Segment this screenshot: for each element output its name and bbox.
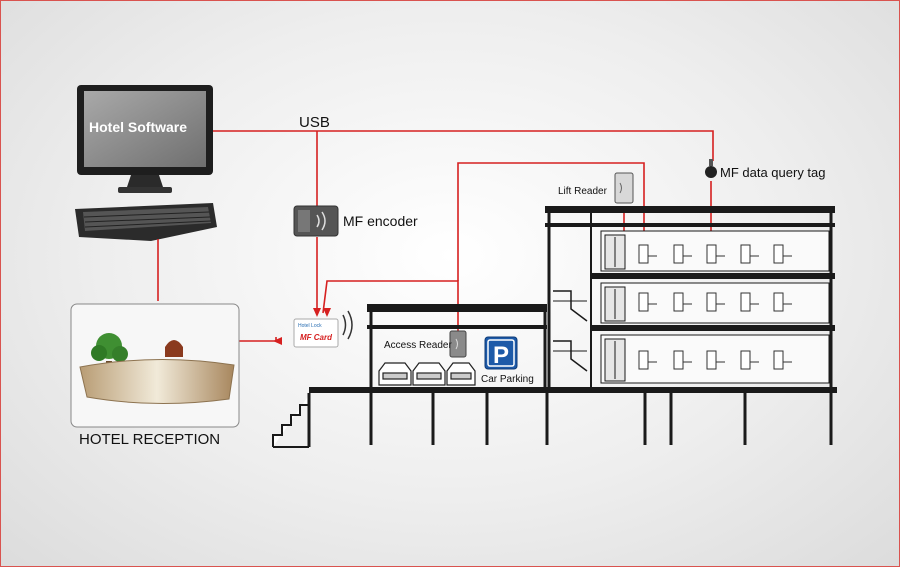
parked-cars <box>378 362 476 386</box>
query-tag-icon <box>705 159 717 178</box>
mf-card <box>293 310 353 348</box>
mf-card-logo: Hotel Lock <box>298 323 322 329</box>
keyboard-icon <box>75 203 217 241</box>
lift-reader-device <box>614 172 634 204</box>
car-parking-label: Car Parking <box>481 374 534 385</box>
connection-arrows <box>273 308 331 345</box>
mf-encoder-label: MF encoder <box>343 213 418 229</box>
parking-sign-letter: P <box>493 342 509 369</box>
mf-card-label: MF Card <box>300 333 332 342</box>
door-locks <box>638 244 792 370</box>
building <box>272 206 837 448</box>
mf-encoder-device <box>293 205 339 237</box>
access-reader-label: Access Reader <box>384 340 452 351</box>
access-reader-device <box>449 330 467 358</box>
mf-data-query-tag-label: MF data query tag <box>720 165 826 180</box>
computer-monitor <box>77 85 213 193</box>
usb-label: USB <box>299 114 330 131</box>
hotel-reception-label: HOTEL RECEPTION <box>79 431 221 448</box>
parking-sign <box>484 336 518 370</box>
hotel-software-label: Hotel Software <box>89 119 188 135</box>
lift-reader-label: Lift Reader <box>558 186 607 197</box>
reception-panel <box>70 303 240 428</box>
